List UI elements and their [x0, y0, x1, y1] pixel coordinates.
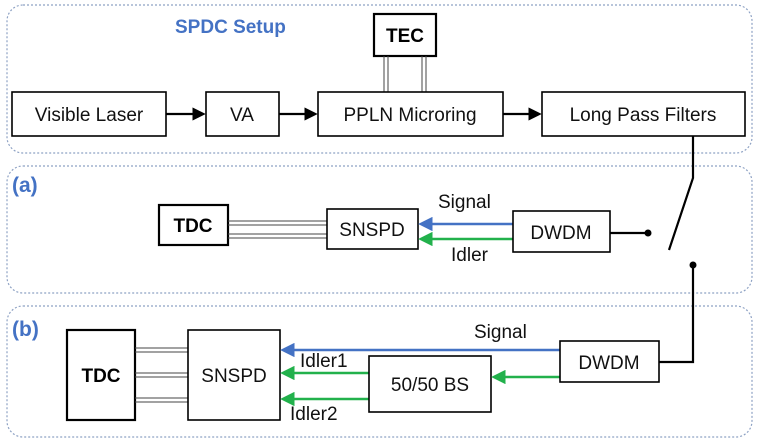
panel-b-bs-box: 50/50 BS — [368, 355, 492, 413]
tec-box: TEC — [372, 12, 438, 58]
ppln-microring-box: PPLN Microring — [317, 91, 504, 137]
panel-b-idler2-label: Idler2 — [290, 404, 338, 425]
setup-panel — [6, 4, 753, 154]
tec-label: TEC — [386, 26, 424, 47]
panel-a-signal-label: Signal — [438, 192, 491, 213]
panel-a-snspd-label: SNSPD — [339, 220, 404, 241]
visible-laser-box: Visible Laser — [11, 91, 167, 137]
panel-a — [6, 165, 753, 294]
va-box: VA — [205, 91, 280, 137]
panel-b-snspd-label: SNSPD — [201, 366, 266, 387]
panel-a-tdc-label: TDC — [173, 216, 212, 237]
switch-input-line — [667, 136, 695, 251]
panel-b-idler1-label: Idler1 — [300, 351, 348, 372]
setup-title: SPDC Setup — [175, 17, 286, 38]
panel-b — [6, 305, 753, 438]
panel-b-dwdm-label: DWDM — [578, 353, 639, 374]
panel-b-tdc-cables — [135, 347, 188, 403]
ppln-microring-label: PPLN Microring — [343, 105, 476, 126]
panel-a-dwdm-label: DWDM — [530, 223, 591, 244]
panel-b-tag: (b) — [12, 318, 39, 341]
switch-contact-b — [689, 261, 697, 269]
long-pass-filters-label: Long Pass Filters — [570, 105, 717, 126]
panel-a-snspd-box: SNSPD — [326, 208, 419, 250]
panel-a-idler-label: Idler — [451, 245, 489, 266]
va-label: VA — [230, 105, 254, 126]
panel-b-dwdm-to-switch — [659, 268, 695, 364]
panel-b-signal-label: Signal — [474, 322, 527, 343]
long-pass-filters-box: Long Pass Filters — [541, 91, 746, 137]
panel-b-bs-label: 50/50 BS — [391, 375, 469, 396]
visible-laser-label: Visible Laser — [35, 105, 144, 126]
panel-b-snspd-box: SNSPD — [187, 329, 281, 421]
tec-connector — [383, 56, 427, 93]
panel-a-tag: (a) — [12, 174, 38, 197]
switch-contact-a — [644, 229, 652, 237]
panel-b-tdc-label: TDC — [81, 366, 120, 387]
panel-a-tdc-box: TDC — [157, 203, 230, 247]
panel-b-dwdm-box: DWDM — [559, 340, 660, 383]
panel-a-dwdm-box: DWDM — [512, 210, 611, 253]
panel-b-tdc-box: TDC — [65, 328, 137, 422]
panel-a-tdc-cables — [228, 220, 327, 239]
